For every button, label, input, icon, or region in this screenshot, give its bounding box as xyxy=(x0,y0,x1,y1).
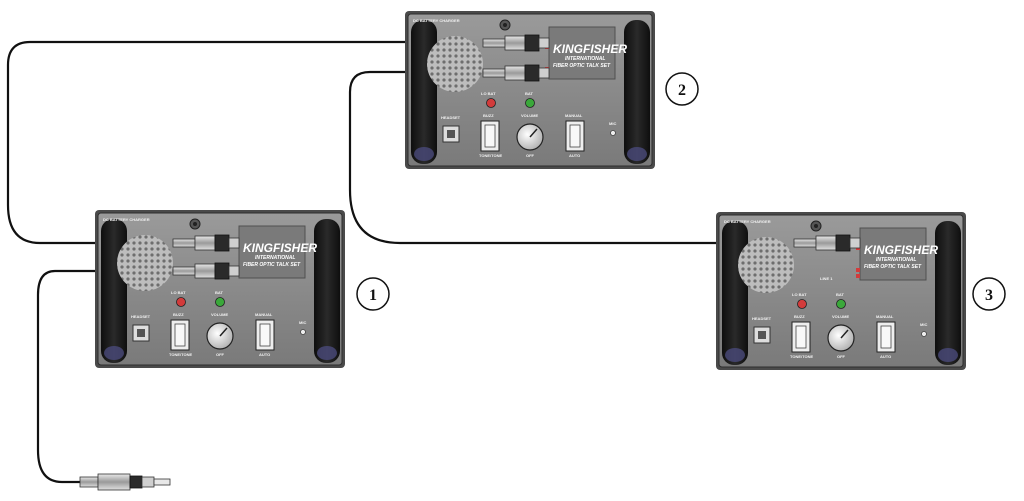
mic-label: MIC xyxy=(609,121,616,126)
logo-sub: FIBER OPTIC TALK SET xyxy=(864,264,922,270)
auto-label: AUTO xyxy=(569,153,580,158)
callout-3-label: 3 xyxy=(985,287,993,304)
fiber-cables xyxy=(6,40,734,484)
mic-label: MIC xyxy=(299,320,306,325)
callout-1: 1 xyxy=(356,277,390,311)
lo-bat-label: LO BAT xyxy=(171,290,186,295)
off-label: OFF xyxy=(526,153,535,158)
off-label: OFF xyxy=(837,354,846,359)
bat-label: BAT xyxy=(215,290,223,295)
logo-text: KINGFISHER xyxy=(553,42,627,56)
volume-label: VOLUME xyxy=(521,113,538,118)
volume-label: VOLUME xyxy=(211,312,228,317)
ringtone-label: TONE/TONE xyxy=(169,352,193,357)
manual-label: MANUAL xyxy=(876,314,894,319)
volume-label: VOLUME xyxy=(832,314,849,319)
callout-2-label: 2 xyxy=(678,82,686,99)
ringtone-label: TONE/TONE xyxy=(479,153,503,158)
callout-2: 2 xyxy=(665,72,699,106)
charger-label: DC BATTERY CHARGER xyxy=(724,219,771,224)
headset-label: HEADSET xyxy=(441,115,461,120)
bat-label: BAT xyxy=(525,91,533,96)
manual-label: MANUAL xyxy=(565,113,583,118)
talk-set-unit-3: DC BATTERY CHARGER KINGFISHER INTERNATIO… xyxy=(715,211,967,371)
logo-intl: INTERNATIONAL xyxy=(255,255,295,261)
buzz-label: BUZZ xyxy=(173,312,184,317)
charger-label: DC BATTERY CHARGER xyxy=(413,18,460,23)
buzz-label: BUZZ xyxy=(794,314,805,319)
headset-label: HEADSET xyxy=(752,316,772,321)
line-label: LINE 1 xyxy=(820,276,833,281)
lo-bat-label: LO BAT xyxy=(481,91,496,96)
talk-set-unit-2: DC BATTERY CHARGER KINGFISHER INTERNATIO… xyxy=(404,10,656,170)
ringtone-label: TONE/TONE xyxy=(790,354,814,359)
auto-label: AUTO xyxy=(880,354,891,359)
bat-label: BAT xyxy=(836,292,844,297)
loose-fiber-plug xyxy=(79,473,171,491)
cable-unit1-to-loose-plug xyxy=(36,269,114,484)
logo-sub: FIBER OPTIC TALK SET xyxy=(243,262,301,268)
off-label: OFF xyxy=(216,352,225,357)
logo-intl: INTERNATIONAL xyxy=(565,56,605,62)
lo-bat-label: LO BAT xyxy=(792,292,807,297)
logo-text: KINGFISHER xyxy=(243,241,317,255)
talk-set-unit-1: DC BATTERY CHARGER KINGFISHER INTERNATIO… xyxy=(94,209,346,369)
auto-label: AUTO xyxy=(259,352,270,357)
cable-unit2-to-unit3 xyxy=(348,70,734,245)
manual-label: MANUAL xyxy=(255,312,273,317)
logo-text: KINGFISHER xyxy=(864,243,938,257)
logo-intl: INTERNATIONAL xyxy=(876,257,916,263)
buzz-label: BUZZ xyxy=(483,113,494,118)
cable-unit2-to-unit1 xyxy=(6,40,422,245)
headset-label: HEADSET xyxy=(131,314,151,319)
logo-sub: FIBER OPTIC TALK SET xyxy=(553,63,611,69)
charger-label: DC BATTERY CHARGER xyxy=(103,217,150,222)
callout-1-label: 1 xyxy=(369,287,377,304)
mic-label: MIC xyxy=(920,322,927,327)
callout-3: 3 xyxy=(972,277,1006,311)
